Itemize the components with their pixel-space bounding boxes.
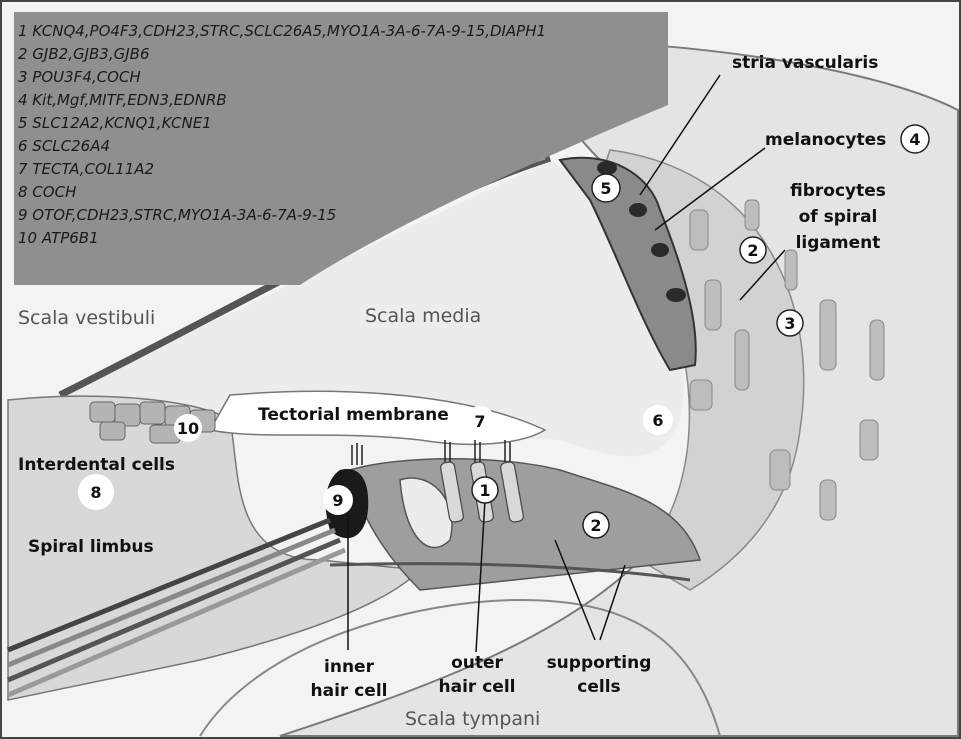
supporting-cells-label-line2: cells bbox=[577, 677, 620, 697]
marker-8: 8 bbox=[78, 474, 114, 510]
marker-3: 3 bbox=[777, 310, 803, 336]
gene-key-line: 1 KCNQ4,PO4F3,CDH23,STRC,SCLC26A5,MYO1A-… bbox=[18, 22, 546, 40]
marker-number: 3 bbox=[784, 314, 795, 333]
gene-key-line: 2 GJB2,GJB3,GJB6 bbox=[18, 45, 150, 63]
supporting-cells-label-line1: supporting bbox=[547, 653, 652, 673]
marker-number: 1 bbox=[479, 481, 490, 500]
gene-key-line: 4 Kit,Mgf,MITF,EDN3,EDNRB bbox=[18, 91, 227, 109]
gene-key-line: 5 SLC12A2,KCNQ1,KCNE1 bbox=[18, 114, 212, 132]
gene-key-line: 6 SCLC26A4 bbox=[18, 137, 110, 155]
marker-number: 5 bbox=[600, 179, 611, 198]
marker-number: 2 bbox=[590, 516, 601, 535]
marker-10: 10 bbox=[174, 414, 202, 442]
fibrocytes-label-line2: of spiral bbox=[799, 207, 878, 227]
inner-hair-cell-label-line2: hair cell bbox=[311, 681, 388, 701]
marker-5: 5 bbox=[592, 174, 620, 202]
marker-1: 1 bbox=[472, 477, 498, 503]
outer-hair-cell-label-line1: outer bbox=[451, 653, 503, 673]
stria-vascularis-label: stria vascularis bbox=[732, 53, 878, 73]
scala-media-label: Scala media bbox=[365, 305, 481, 327]
marker-7: 7 bbox=[465, 406, 495, 436]
gene-key-line: 8 COCH bbox=[18, 183, 76, 201]
gene-key-line: 7 TECTA,COL11A2 bbox=[18, 160, 154, 178]
gene-key-line: 10 ATP6B1 bbox=[18, 229, 99, 247]
interdental-cells-label: Interdental cells bbox=[18, 455, 175, 475]
tectorial-membrane-label: Tectorial membrane bbox=[258, 405, 449, 425]
gene-key-line: 9 OTOF,CDH23,STRC,MYO1A-3A-6-7A-9-15 bbox=[18, 206, 336, 224]
marker-2-ligament: 2 bbox=[740, 237, 766, 263]
marker-number: 6 bbox=[652, 411, 663, 430]
marker-9: 9 bbox=[323, 485, 353, 515]
marker-number: 4 bbox=[909, 130, 920, 149]
marker-4: 4 bbox=[901, 125, 929, 153]
marker-number: 10 bbox=[177, 419, 199, 438]
marker-6: 6 bbox=[643, 405, 673, 435]
marker-2-supporting: 2 bbox=[583, 512, 609, 538]
scala-vestibuli-label: Scala vestibuli bbox=[18, 307, 155, 329]
marker-number: 9 bbox=[332, 491, 343, 510]
marker-number: 2 bbox=[747, 241, 758, 260]
gene-key-line: 3 POU3F4,COCH bbox=[18, 68, 141, 86]
scala-tympani-label: Scala tympani bbox=[405, 708, 540, 730]
fibrocytes-label-line3: ligament bbox=[796, 233, 881, 253]
melanocytes-label: melanocytes bbox=[765, 130, 886, 150]
marker-number: 7 bbox=[474, 412, 485, 431]
spiral-limbus-label: Spiral limbus bbox=[28, 537, 154, 557]
fibrocytes-label-line1: fibrocytes bbox=[790, 181, 886, 201]
outer-hair-cell-label-line2: hair cell bbox=[439, 677, 516, 697]
inner-hair-cell-label-line1: inner bbox=[324, 657, 375, 677]
marker-number: 8 bbox=[90, 483, 101, 502]
